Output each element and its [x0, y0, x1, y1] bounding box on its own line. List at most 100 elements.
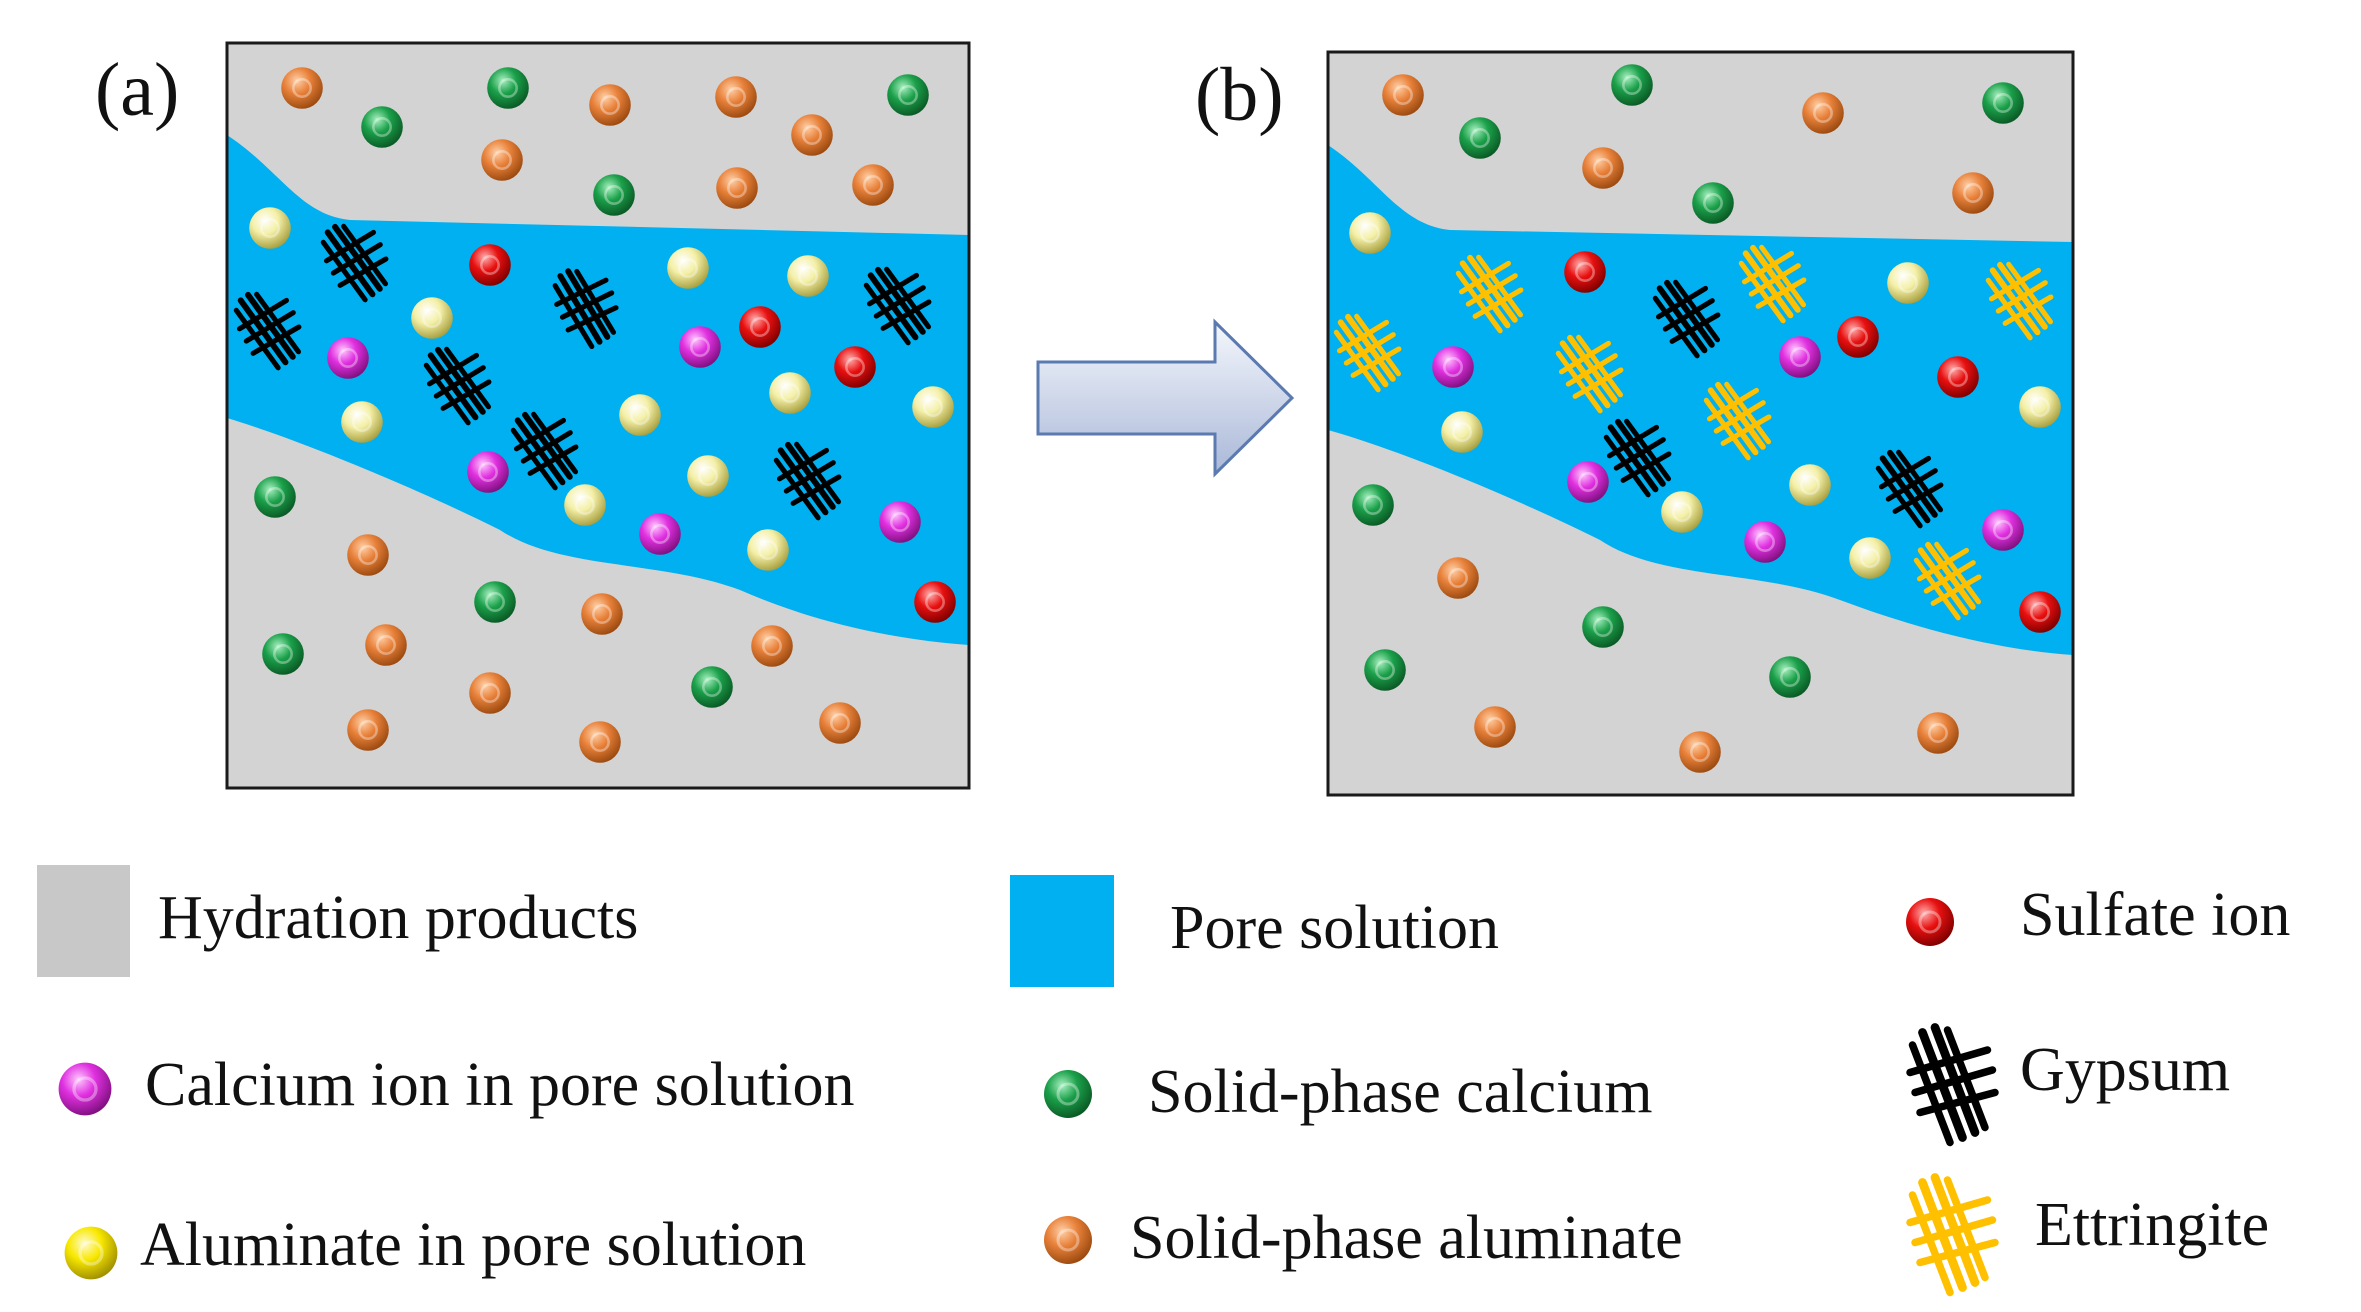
solid-aluminate-particle: [279, 65, 325, 111]
calcium-ion-particle: [1430, 344, 1476, 390]
aluminate-ion-particle: [685, 453, 731, 499]
calcium-ion-particle: [877, 499, 923, 545]
aluminate-ion-particle: [1347, 210, 1393, 256]
calcium-ion-particle: [1742, 519, 1788, 565]
legend: Hydration products Pore solution Sulfate…: [37, 865, 2290, 1293]
sulfate-ion-particle: [467, 242, 513, 288]
aluminate-ion-particle: [910, 384, 956, 430]
legend-label-solid-calcium: Solid-phase calcium: [1148, 1058, 1652, 1126]
solid-aluminate-particle: [789, 112, 835, 158]
legend-label-ettringite: Ettringite: [2035, 1191, 2269, 1259]
solid-calcium-particle: [885, 72, 931, 118]
solid-calcium-particle: [1767, 654, 1813, 700]
aluminate-ion-particle: [1439, 409, 1485, 455]
solid-aluminate-particle: [479, 137, 525, 183]
sulfate-ion-particle: [2017, 589, 2063, 635]
solid-aluminate-particle: [1472, 704, 1518, 750]
solid-aluminate-particle: [850, 162, 896, 208]
solid-calcium-particle: [1457, 115, 1503, 161]
legend-label-aluminate-pore: Aluminate in pore solution: [140, 1211, 806, 1279]
legend-label-calcium-ion: Calcium ion in pore solution: [145, 1051, 855, 1119]
aluminate-ion-particle: [745, 527, 791, 573]
solid-calcium-particle: [1609, 62, 1655, 108]
legend-sulfate-ion-icon: [1904, 896, 1956, 948]
aluminate-ion-particle: [665, 245, 711, 291]
aluminate-ion-particle: [1885, 260, 1931, 306]
solid-aluminate-particle: [749, 623, 795, 669]
pore-solution-region: [227, 135, 969, 645]
calcium-ion-particle: [677, 324, 723, 370]
solid-calcium-particle: [1580, 604, 1626, 650]
solid-aluminate-particle: [467, 670, 513, 716]
legend-swatch-hydration-products: [37, 865, 130, 977]
calcium-ion-particle: [325, 335, 371, 381]
solid-aluminate-particle: [345, 707, 391, 753]
legend-solid-aluminate-icon: [1042, 1214, 1094, 1266]
legend-label-hydration-products: Hydration products: [158, 884, 638, 952]
legend-solid-calcium-icon: [1042, 1068, 1094, 1120]
sulfate-ion-particle: [1835, 314, 1881, 360]
solid-calcium-particle: [591, 172, 637, 218]
aluminate-ion-particle: [339, 399, 385, 445]
solid-calcium-particle: [252, 474, 298, 520]
legend-ettringite-icon: [1910, 1178, 1995, 1293]
panel-border: [1326, 50, 2075, 797]
legend-swatch-pore-solution: [1010, 875, 1114, 987]
solid-calcium-particle: [689, 664, 735, 710]
sulfate-ion-particle: [1562, 249, 1608, 295]
solid-calcium-particle: [485, 65, 531, 111]
aluminate-ion-particle: [409, 295, 455, 341]
legend-label-sulfate-ion: Sulfate ion: [2020, 881, 2290, 949]
solid-calcium-particle: [1690, 180, 1736, 226]
solid-calcium-particle: [472, 579, 518, 625]
aluminate-ion-particle: [562, 482, 608, 528]
solid-aluminate-particle: [714, 165, 760, 211]
aluminate-ion-particle: [1847, 535, 1893, 581]
solid-aluminate-particle: [1380, 72, 1426, 118]
calcium-ion-particle: [465, 449, 511, 495]
panel-label-a: (a): [95, 48, 179, 132]
legend-label-gypsum: Gypsum: [2020, 1036, 2230, 1104]
solid-aluminate-particle: [1677, 729, 1723, 775]
pore-solution-region: [1328, 145, 2073, 655]
aluminate-ion-particle: [1787, 462, 1833, 508]
sulfate-ion-particle: [912, 579, 958, 625]
legend-label-pore-solution: Pore solution: [1170, 894, 1499, 962]
sulfate-ion-particle: [832, 344, 878, 390]
solid-calcium-particle: [1350, 482, 1396, 528]
solid-calcium-particle: [359, 104, 405, 150]
solid-aluminate-particle: [1915, 710, 1961, 756]
legend-gypsum-icon: [1910, 1028, 1995, 1143]
calcium-ion-particle: [1565, 459, 1611, 505]
transition-arrow: [1036, 318, 1295, 478]
solid-aluminate-particle: [587, 82, 633, 128]
aluminate-ion-particle: [2017, 384, 2063, 430]
sulfate-ion-particle: [737, 304, 783, 350]
aluminate-ion-particle: [617, 392, 663, 438]
panel-a: [225, 41, 971, 790]
panel-b: [1326, 50, 2075, 797]
solid-aluminate-particle: [817, 700, 863, 746]
aluminate-ion-particle: [785, 253, 831, 299]
calcium-ion-particle: [1777, 334, 1823, 380]
solid-aluminate-particle: [1950, 170, 1996, 216]
solid-aluminate-particle: [713, 74, 759, 120]
panel-border: [225, 41, 971, 790]
legend-aluminate-pore-icon: [62, 1224, 120, 1282]
sulfate-ion-particle: [1935, 354, 1981, 400]
panel-label-b: (b): [1195, 53, 1284, 137]
aluminate-ion-particle: [1659, 489, 1705, 535]
solid-aluminate-particle: [1580, 145, 1626, 191]
solid-aluminate-particle: [1800, 90, 1846, 136]
legend-label-solid-aluminate: Solid-phase aluminate: [1130, 1204, 1683, 1272]
solid-calcium-particle: [1362, 647, 1408, 693]
solid-aluminate-particle: [579, 591, 625, 637]
legend-calcium-ion-icon: [56, 1060, 114, 1118]
solid-calcium-particle: [260, 631, 306, 677]
solid-aluminate-particle: [1435, 555, 1481, 601]
calcium-ion-particle: [637, 511, 683, 557]
calcium-ion-particle: [1980, 507, 2026, 553]
solid-calcium-particle: [1980, 80, 2026, 126]
solid-aluminate-particle: [363, 622, 409, 668]
solid-aluminate-particle: [577, 719, 623, 765]
